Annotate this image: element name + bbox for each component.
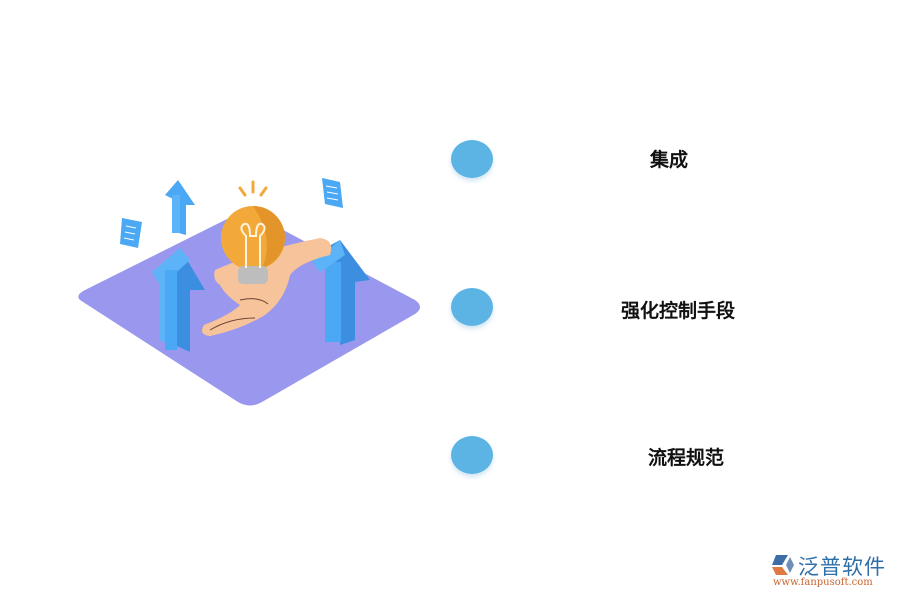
document-icon [120, 218, 142, 248]
bullet-dot [451, 288, 493, 326]
arrow-up-icon [312, 240, 370, 345]
logo-name: 泛普软件 [798, 555, 886, 579]
item-label-control: 强化控制手段 [620, 300, 736, 322]
arrow-up-icon [165, 180, 195, 235]
logo-icon [772, 555, 794, 575]
bullet-dot [451, 436, 493, 474]
brand-logo: 泛普软件 www.fanpusoft.com [770, 553, 895, 593]
logo-url: www.fanpusoft.com [773, 577, 873, 588]
item-label-process: 流程规范 [647, 447, 725, 469]
arrow-up-icon [152, 248, 205, 352]
lightbulb-icon [221, 180, 285, 284]
item-label-integration: 集成 [649, 149, 689, 171]
bullet-dot [451, 140, 493, 178]
document-icon [322, 178, 343, 208]
